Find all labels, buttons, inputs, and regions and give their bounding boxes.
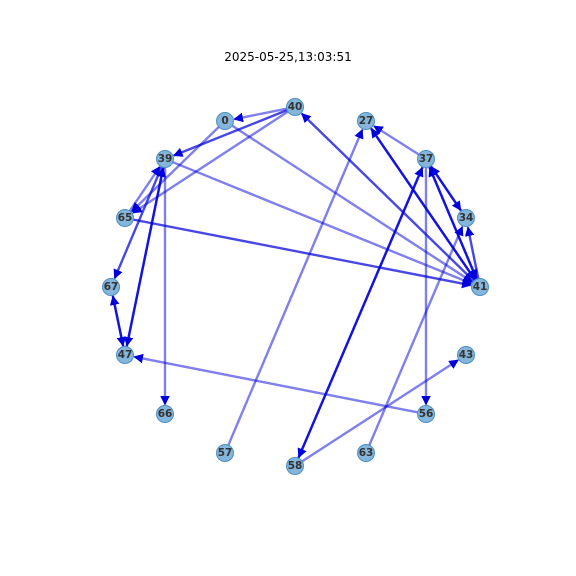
edge-56-to-47 xyxy=(133,353,418,414)
edge-57-to-27 xyxy=(227,128,364,446)
edge-37-to-58 xyxy=(297,166,424,459)
node-67: 67 xyxy=(102,278,120,296)
node-label: 65 xyxy=(118,212,133,224)
node-label: 39 xyxy=(158,153,173,165)
node-circle xyxy=(457,209,475,227)
node-63: 63 xyxy=(357,444,375,462)
node-circle xyxy=(357,444,375,462)
node-circle xyxy=(156,150,174,168)
node-circle xyxy=(471,278,489,296)
edge-65-to-41 xyxy=(133,218,472,289)
node-circle xyxy=(116,209,134,227)
edge-layer xyxy=(109,107,480,463)
node-label: 43 xyxy=(459,349,474,361)
node-circle xyxy=(216,112,234,130)
node-label: 58 xyxy=(288,460,303,472)
node-66: 66 xyxy=(156,405,174,423)
edge-47-to-67 xyxy=(109,295,125,347)
node-circle xyxy=(286,457,304,475)
node-47: 47 xyxy=(116,346,134,364)
edge-58-to-43 xyxy=(301,359,459,463)
node-circle xyxy=(156,405,174,423)
node-circle xyxy=(357,112,375,130)
node-label: 63 xyxy=(359,447,374,459)
node-label: 0 xyxy=(221,115,228,127)
node-39: 39 xyxy=(156,150,174,168)
node-label: 47 xyxy=(118,349,133,361)
edge-40-to-0 xyxy=(233,107,287,123)
node-27: 27 xyxy=(357,112,375,130)
node-circle xyxy=(116,346,134,364)
node-label: 40 xyxy=(288,101,303,113)
node-58: 58 xyxy=(286,457,304,475)
node-label: 66 xyxy=(158,408,173,420)
diagram-title: 2025-05-25,13:03:51 xyxy=(224,50,352,64)
node-circle xyxy=(102,278,120,296)
edge-39-to-67 xyxy=(113,166,163,280)
edge-40-to-65 xyxy=(132,110,289,214)
node-56: 56 xyxy=(417,405,435,423)
node-circle xyxy=(417,405,435,423)
node-37: 37 xyxy=(417,150,435,168)
node-label: 57 xyxy=(218,447,233,459)
node-40: 40 xyxy=(286,98,304,116)
edge-27-to-41 xyxy=(369,127,476,280)
node-circle xyxy=(286,98,304,116)
node-circle xyxy=(417,150,435,168)
node-label: 67 xyxy=(104,281,119,293)
node-41: 41 xyxy=(471,278,489,296)
node-label: 27 xyxy=(359,115,374,127)
edge-40-to-39 xyxy=(172,109,288,157)
node-label: 34 xyxy=(459,212,474,224)
node-57: 57 xyxy=(216,444,234,462)
node-label: 56 xyxy=(419,408,434,420)
node-circle xyxy=(457,346,475,364)
node-43: 43 xyxy=(457,346,475,364)
edge-37-to-27 xyxy=(373,125,420,156)
node-circle xyxy=(216,444,234,462)
node-0: 0 xyxy=(216,112,234,130)
node-34: 34 xyxy=(457,209,475,227)
node-layer: 0 40 27 37 34 41 43 56 63 58 57 66 47 67 65 39 xyxy=(102,98,489,475)
edge-63-to-34 xyxy=(368,225,464,446)
edge-65-to-39 xyxy=(128,166,161,212)
edge-0-to-41 xyxy=(231,124,473,283)
node-65: 65 xyxy=(116,209,134,227)
edge-41-to-37 xyxy=(428,166,478,280)
edge-41-to-40 xyxy=(300,112,475,282)
edge-47-to-39 xyxy=(125,167,167,347)
edge-41-to-34 xyxy=(464,226,480,279)
node-label: 41 xyxy=(473,281,488,293)
edge-34-to-37 xyxy=(430,166,463,212)
edge-0-to-65 xyxy=(130,126,220,213)
node-label: 37 xyxy=(419,153,434,165)
